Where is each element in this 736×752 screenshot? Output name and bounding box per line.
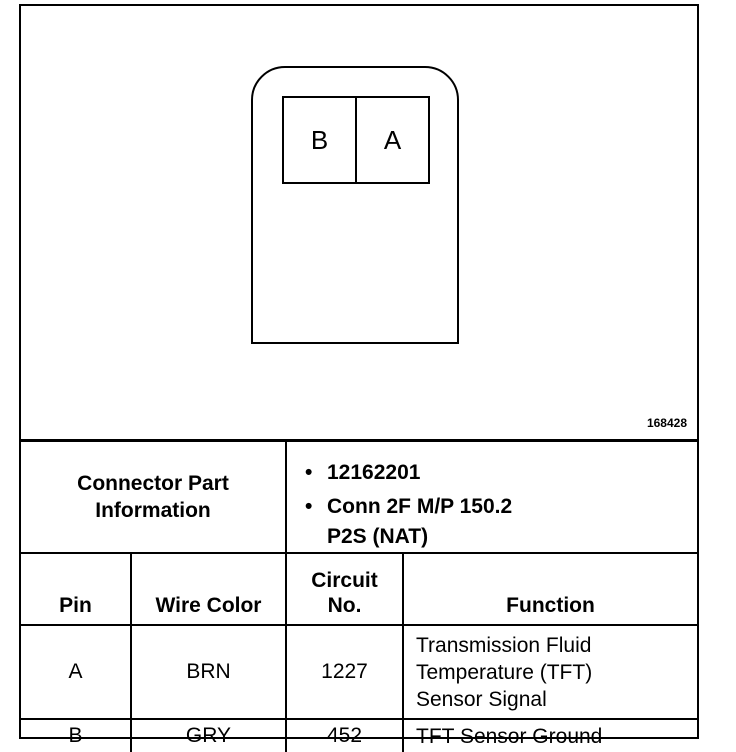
header-function: Function	[402, 552, 697, 626]
connector-info-label: Connector Part Information	[21, 439, 287, 554]
cavity-a-label: A	[383, 124, 402, 155]
header-pin: Pin	[21, 552, 132, 626]
function-cell: TFT Sensor Ground	[402, 718, 697, 752]
circuit-cell: 1227	[285, 624, 404, 720]
table-header-row: Pin Wire Color Circuit No. Function	[21, 552, 697, 626]
cavity-b: B	[282, 96, 357, 184]
function-cell: Transmission Fluid Temperature (TFT) Sen…	[402, 624, 697, 720]
wire-color-cell: BRN	[130, 624, 287, 720]
connector-description-cont: P2S (NAT)	[327, 525, 429, 548]
pin-cell: A	[21, 624, 132, 720]
part-number: 12162201	[305, 458, 697, 488]
header-wire-color: Wire Color	[130, 552, 287, 626]
connector-end-view-frame: B A 168428 Connector Part Information 12…	[19, 4, 699, 752]
cavity-b-label: B	[310, 124, 329, 155]
pinout-table: Connector Part Information 12162201 Conn…	[21, 439, 697, 752]
pin-cell: B	[21, 718, 132, 752]
header-circuit: Circuit No.	[285, 552, 404, 626]
connector-description: Conn 2F M/P 150.2	[305, 492, 697, 522]
table-row: B GRY 452 TFT Sensor Ground	[21, 718, 697, 752]
wire-color-cell: GRY	[130, 718, 287, 752]
connector-housing: B A	[251, 66, 459, 344]
circuit-cell: 452	[285, 718, 404, 752]
table-row: A BRN 1227 Transmission Fluid Temperatur…	[21, 624, 697, 720]
cavity-a: A	[355, 96, 430, 184]
connector-info-row: Connector Part Information 12162201 Conn…	[21, 439, 697, 554]
figure-number: 168428	[646, 416, 687, 430]
connector-info-list: 12162201 Conn 2F M/P 150.2 P2S (NAT)	[285, 439, 697, 554]
connector-figure: B A 168428	[21, 6, 697, 439]
